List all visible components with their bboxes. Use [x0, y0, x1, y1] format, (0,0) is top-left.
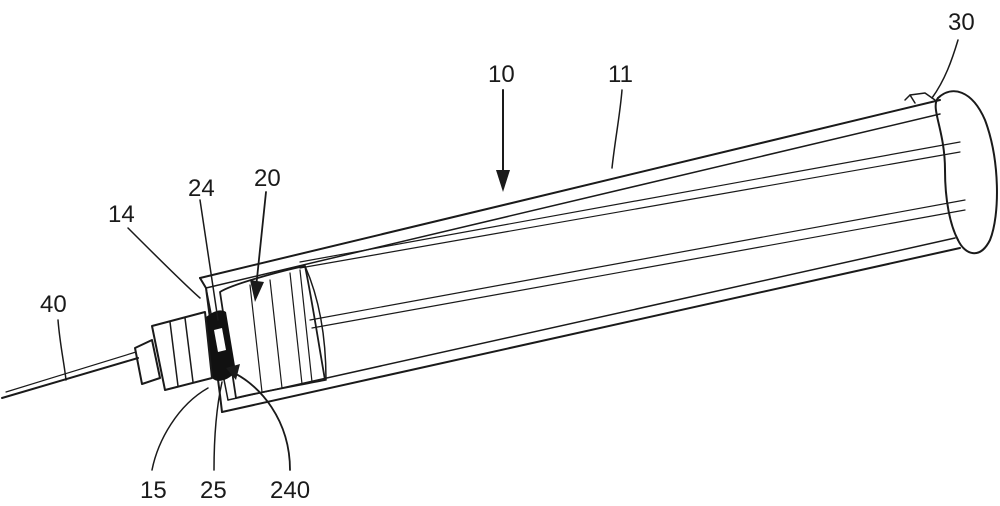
- label-20: 20: [254, 165, 281, 192]
- leader-lines: [57, 39, 959, 471]
- needle-40: [1, 351, 139, 399]
- label-240: 240: [270, 477, 310, 504]
- leader-30: [931, 39, 959, 99]
- label-40: 40: [40, 291, 67, 318]
- label-10: 10: [488, 61, 515, 88]
- barrel-11: [199, 99, 966, 413]
- label-15: 15: [140, 477, 167, 504]
- leader-14: [127, 227, 201, 299]
- label-24: 24: [188, 175, 215, 202]
- arrow-20: [250, 191, 267, 302]
- arrow-240: [226, 364, 291, 471]
- leader-25: [213, 381, 223, 471]
- label-14: 14: [108, 201, 135, 228]
- leader-15: [151, 387, 209, 471]
- label-30: 30: [948, 9, 975, 36]
- flange-30: [904, 90, 998, 255]
- stopper-20: [219, 265, 327, 399]
- needle-hub-15: [134, 311, 213, 391]
- arrow-10: [496, 89, 510, 192]
- label-25: 25: [200, 477, 227, 504]
- seal-region: [205, 310, 236, 381]
- leader-40: [57, 319, 67, 381]
- leader-24: [199, 199, 219, 321]
- label-11: 11: [608, 61, 633, 88]
- leader-11: [611, 89, 623, 169]
